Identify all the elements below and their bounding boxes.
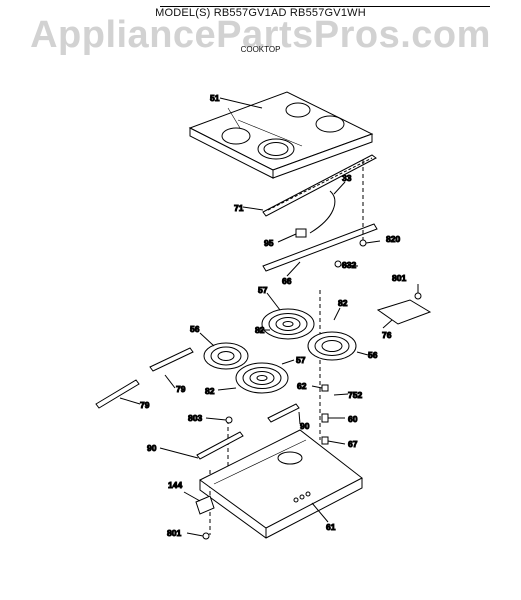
leader-79-upper bbox=[164, 374, 176, 389]
part-79-trim-lower bbox=[95, 379, 140, 409]
leader-67 bbox=[327, 440, 346, 445]
part-56-element-left bbox=[203, 342, 249, 370]
label-801-upper: 801 bbox=[392, 273, 406, 283]
leader-56-left bbox=[199, 332, 215, 347]
part-79-trim-upper bbox=[149, 347, 194, 372]
leader-803 bbox=[205, 417, 227, 421]
label-57-rear: 57 bbox=[258, 285, 268, 295]
label-90-lower: 90 bbox=[147, 443, 157, 453]
part-90-insulation-lower bbox=[196, 431, 244, 460]
leader-71 bbox=[242, 206, 264, 211]
leader-76 bbox=[382, 319, 393, 329]
label-79-lower: 79 bbox=[140, 400, 150, 410]
label-820: 820 bbox=[386, 234, 400, 244]
leader-79-lower bbox=[119, 397, 141, 405]
leader-82-b bbox=[333, 307, 341, 321]
label-60: 60 bbox=[348, 414, 358, 424]
label-90-upper: 90 bbox=[300, 421, 310, 431]
part-95-clip bbox=[295, 228, 307, 238]
leader-832 bbox=[340, 264, 359, 267]
label-82-a: 82 bbox=[255, 325, 265, 335]
label-51: 51 bbox=[210, 93, 220, 103]
leader-57-rear bbox=[266, 292, 281, 311]
leader-61 bbox=[311, 502, 329, 523]
label-57-front: 57 bbox=[296, 355, 306, 365]
label-56-right: 56 bbox=[368, 350, 378, 360]
label-82-b: 82 bbox=[338, 298, 348, 308]
leader-56-right bbox=[356, 351, 369, 356]
label-71: 71 bbox=[234, 203, 244, 213]
part-51-glass-cooktop bbox=[188, 91, 374, 179]
leader-57-front bbox=[281, 359, 295, 365]
part-57-element-front bbox=[235, 362, 289, 394]
label-67: 67 bbox=[348, 439, 358, 449]
header-rule bbox=[160, 6, 490, 7]
part-67-fuse bbox=[321, 436, 329, 445]
label-33: 33 bbox=[342, 173, 352, 183]
leader-820 bbox=[365, 240, 381, 244]
leader-66 bbox=[286, 261, 301, 277]
part-803-screw bbox=[225, 416, 233, 424]
part-832-screw bbox=[334, 260, 342, 268]
label-801-lower: 801 bbox=[167, 528, 181, 538]
part-71-trim bbox=[262, 154, 377, 217]
part-33-wire bbox=[309, 190, 336, 234]
label-62: 62 bbox=[297, 381, 307, 391]
part-801-screw-lower bbox=[202, 532, 210, 540]
leader-801-lower bbox=[186, 532, 204, 537]
part-56-element-right bbox=[307, 331, 357, 361]
leader-33 bbox=[333, 181, 346, 195]
label-803: 803 bbox=[188, 413, 202, 423]
part-76-bracket bbox=[376, 299, 432, 325]
label-82-c: 82 bbox=[205, 386, 215, 396]
label-56-left: 56 bbox=[190, 324, 200, 334]
label-76: 76 bbox=[382, 330, 392, 340]
part-144-bracket bbox=[195, 495, 215, 515]
part-60-fuse bbox=[321, 413, 329, 423]
leader-90-lower bbox=[159, 447, 199, 459]
label-832: 832 bbox=[342, 260, 356, 270]
leader-51 bbox=[219, 97, 263, 109]
label-752: 752 bbox=[348, 390, 362, 400]
label-95: 95 bbox=[264, 238, 274, 248]
label-66: 66 bbox=[282, 276, 292, 286]
label-144: 144 bbox=[168, 480, 182, 490]
part-801-screw-upper bbox=[414, 292, 422, 300]
label-61: 61 bbox=[326, 522, 336, 532]
leader-82-c bbox=[217, 387, 237, 391]
leader-144 bbox=[183, 491, 201, 502]
part-57-element-rear bbox=[261, 308, 315, 340]
part-820-screw bbox=[359, 239, 367, 247]
label-79-upper: 79 bbox=[176, 384, 186, 394]
leader-62 bbox=[311, 385, 323, 389]
part-62-terminal bbox=[321, 384, 329, 392]
watermark: AppliancePartsPros.com bbox=[30, 14, 491, 56]
section-title: COOKTOP bbox=[240, 45, 281, 54]
part-66-rail bbox=[262, 223, 378, 272]
model-line: MODEL(S) RB557GV1AD RB557GV1WH bbox=[155, 7, 366, 19]
leader-95 bbox=[277, 233, 297, 243]
leader-752 bbox=[333, 393, 349, 396]
part-61-burner-box bbox=[199, 429, 363, 539]
part-90-insulation-upper bbox=[267, 403, 300, 423]
leader-90-upper bbox=[298, 411, 301, 425]
